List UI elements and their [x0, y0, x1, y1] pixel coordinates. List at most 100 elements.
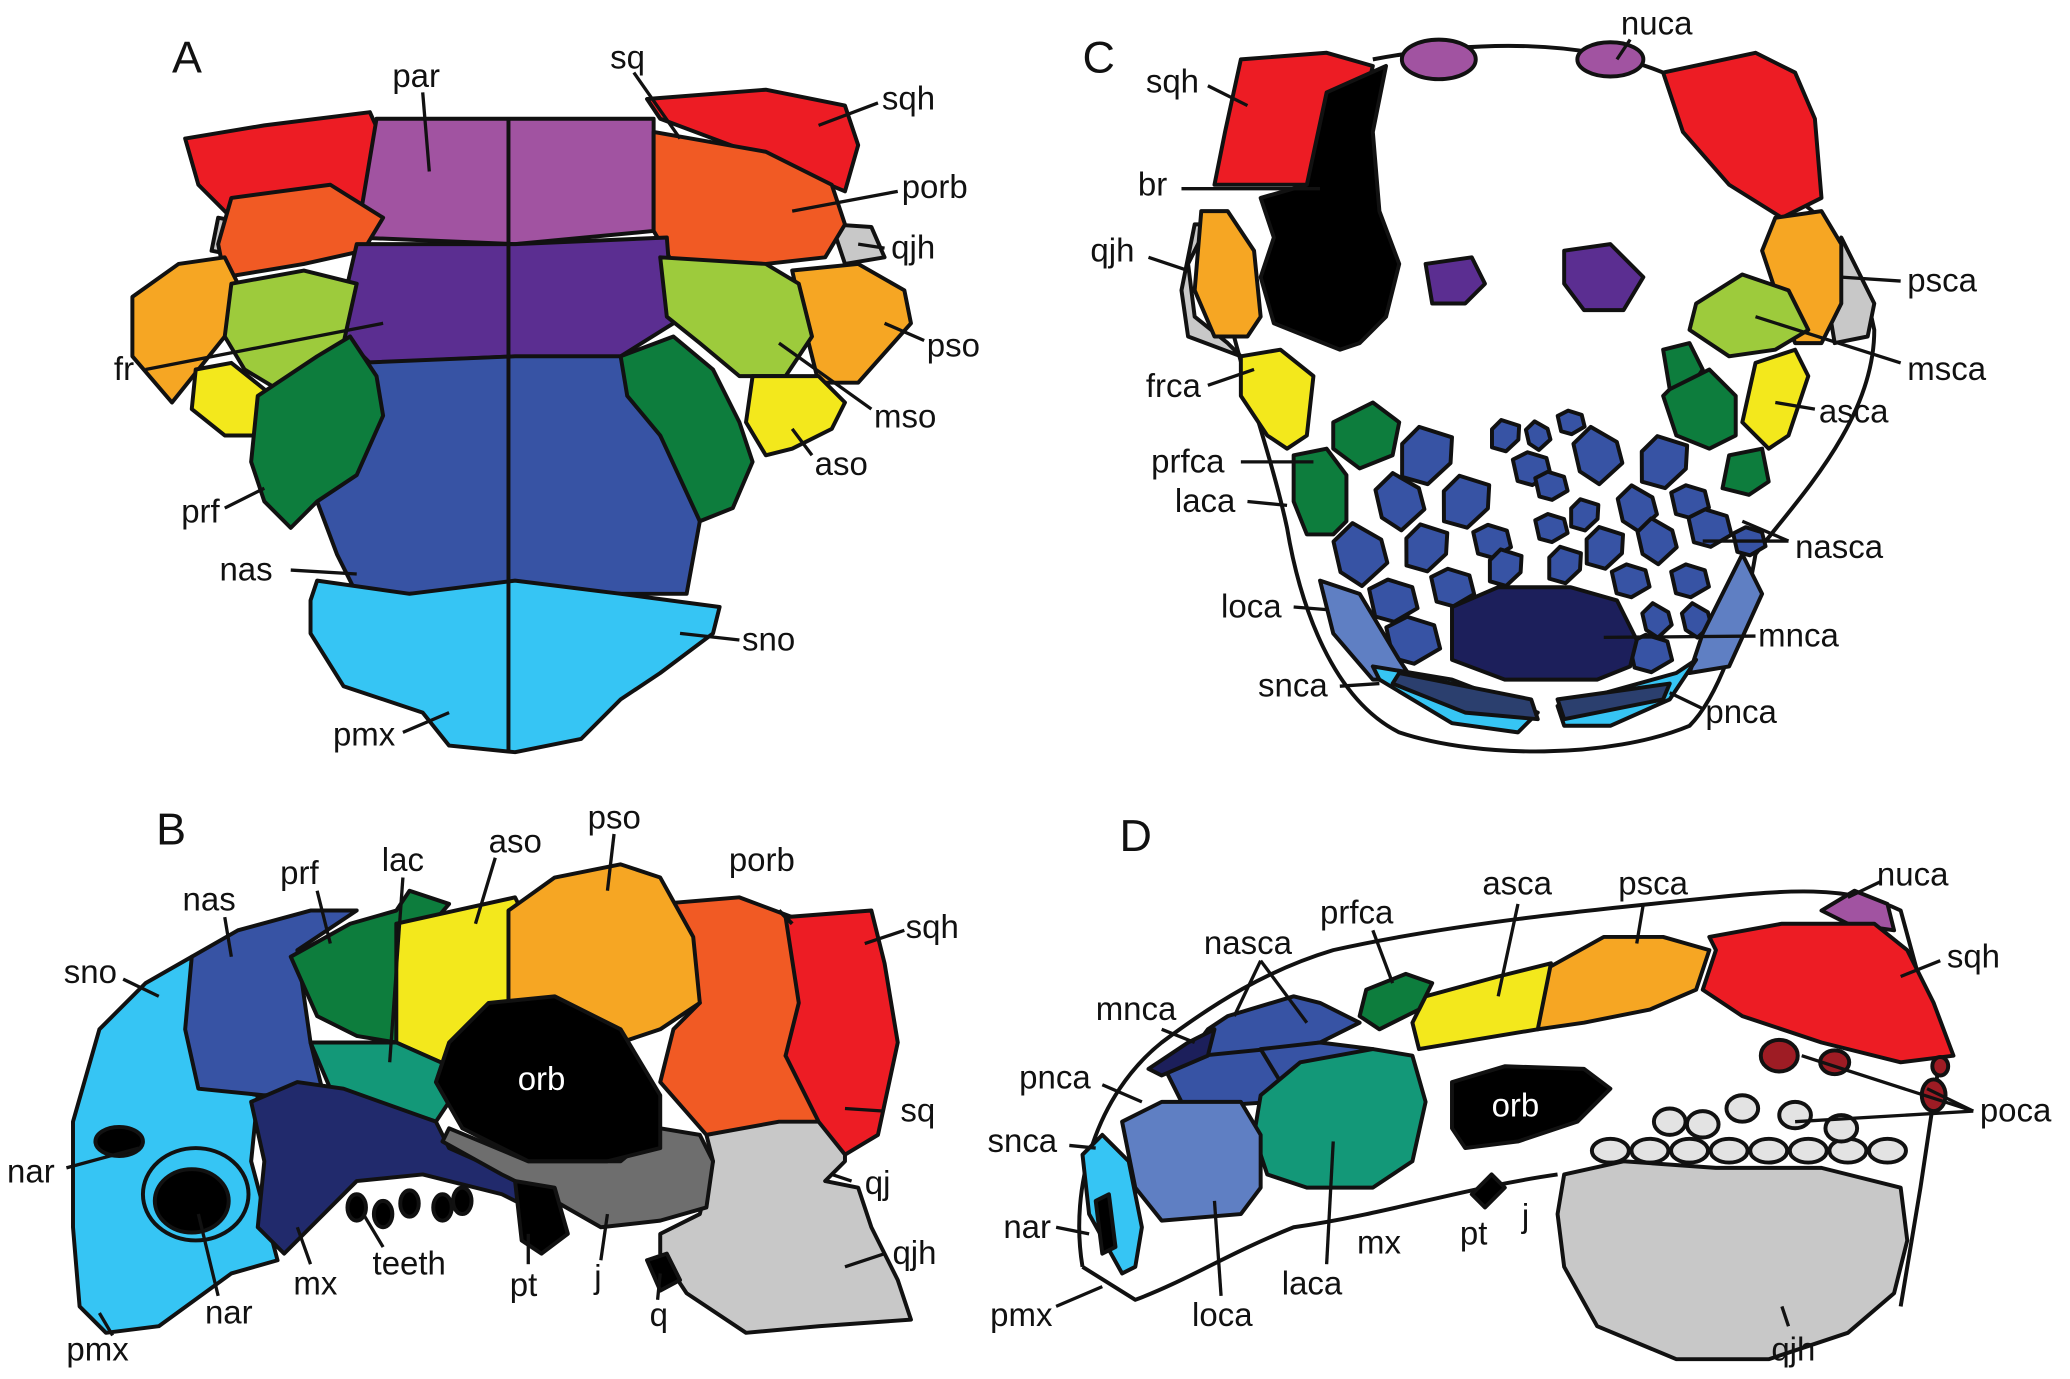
leader-line: [1926, 1087, 1974, 1113]
b-par-edge: [777, 909, 794, 926]
c-scale-purple: [1423, 255, 1487, 306]
d-sqh: [1700, 921, 1956, 1065]
a-aso-right: [744, 374, 847, 458]
c-nasca-scale: [1609, 562, 1652, 600]
leader-line: [122, 977, 160, 998]
label-d-mx: mx: [1357, 1224, 1401, 1261]
c-nasca-scale: [1490, 418, 1522, 454]
b-tooth: [451, 1185, 474, 1217]
label-d-mnca: mnca: [1096, 990, 1177, 1027]
d-mnca: [1146, 1027, 1217, 1078]
label-d-pt: pt: [1460, 1214, 1488, 1251]
d-orb: [1450, 1064, 1613, 1151]
label-b-orb: orb: [518, 1060, 566, 1097]
c-nasca-scale: [1584, 525, 1626, 571]
d-poca-small: [1823, 1113, 1860, 1144]
leader-line: [1900, 959, 1941, 979]
c-prfca: [1291, 446, 1349, 537]
label-a-sq: sq: [610, 39, 645, 76]
d-laca: [1252, 1047, 1428, 1190]
d-prfca: [1357, 971, 1435, 1032]
c-green-scale: [1331, 400, 1402, 471]
b-tooth: [431, 1192, 454, 1223]
c-nasca-scale: [1639, 434, 1690, 491]
label-b-nar: nar: [205, 1294, 253, 1331]
label-b-pmx: pmx: [66, 1331, 129, 1368]
c-mnca: [1450, 585, 1639, 682]
d-poca-small: [1787, 1136, 1829, 1165]
label-d-laca: laca: [1282, 1265, 1343, 1302]
label-b-teeth: teeth: [373, 1245, 446, 1282]
label-d-psca: psca: [1618, 865, 1688, 902]
leader-line: [1775, 400, 1816, 411]
leader-line: [97, 1312, 115, 1337]
leader-line: [290, 568, 357, 576]
leader-line: [1212, 1200, 1223, 1296]
label-c-snca: snca: [1258, 667, 1328, 704]
label-c-psca: psca: [1907, 262, 1977, 299]
label-b-nar: nar: [7, 1152, 55, 1189]
d-poca-small: [1589, 1136, 1631, 1165]
d-poca-red: [1930, 1055, 1951, 1078]
d-nar: [1093, 1192, 1118, 1256]
leader-line: [1780, 1305, 1791, 1327]
label-c-loca: loca: [1221, 588, 1282, 625]
leader-line: [817, 101, 879, 127]
leader-line: [1055, 1285, 1103, 1308]
leader-line: [679, 631, 740, 642]
leader-line: [145, 321, 384, 372]
d-poca-small: [1748, 1136, 1790, 1165]
label-b-aso: aso: [489, 822, 542, 859]
c-nasca-scale: [1373, 471, 1427, 533]
label-d-qjh: qjh: [1771, 1331, 1815, 1368]
c-br: [1258, 64, 1402, 352]
c-asca: [1740, 347, 1811, 451]
label-d-asca: asca: [1482, 865, 1552, 902]
label-d-orb: orb: [1492, 1086, 1540, 1123]
leader-line: [1207, 84, 1249, 108]
a-par: [354, 116, 656, 247]
leader-line: [65, 1146, 140, 1170]
d-poca-small: [1708, 1136, 1750, 1165]
c-nasca-scale: [1533, 469, 1570, 502]
label-d-poca: poca: [1980, 1092, 2052, 1129]
d-poca-small: [1629, 1136, 1671, 1165]
c-bar-right: [1555, 681, 1672, 722]
label-a-fr: fr: [114, 350, 134, 387]
panel-letter-c: C: [1083, 32, 1115, 83]
label-b-sno: sno: [64, 953, 117, 990]
leader-line: [1795, 1109, 1974, 1124]
leader-line: [844, 1252, 886, 1269]
d-psca: [1529, 934, 1712, 1032]
label-a-pmx: pmx: [333, 716, 396, 753]
c-nasca-scale: [1404, 522, 1450, 574]
leader-line: [388, 877, 405, 1063]
panel-letter-d: D: [1119, 810, 1151, 861]
label-c-br: br: [1138, 165, 1167, 202]
leader-line: [1755, 315, 1902, 365]
label-b-lac: lac: [382, 841, 424, 878]
c-nuca-right: [1575, 40, 1646, 79]
label-a-porb: porb: [902, 168, 968, 205]
leader-line: [599, 1213, 610, 1261]
a-prf-right: [618, 334, 755, 524]
c-nasca-scale: [1547, 544, 1583, 586]
label-d-loca: loca: [1192, 1296, 1253, 1333]
leader-line: [791, 189, 899, 213]
label-c-msca: msca: [1907, 350, 1986, 387]
leader-line: [473, 857, 497, 925]
label-d-snca: snca: [987, 1122, 1057, 1159]
b-sqh: [783, 908, 900, 1157]
d-poca-small: [1867, 1136, 1908, 1165]
label-d-nasca: nasca: [1204, 924, 1293, 961]
c-nasca-scale: [1669, 562, 1711, 600]
d-poca-small: [1651, 1106, 1688, 1137]
d-asca: [1410, 961, 1553, 1052]
leader-line: [1847, 880, 1882, 899]
leader-line: [361, 1213, 385, 1248]
leader-line: [1496, 903, 1520, 997]
c-nasca-scale: [1686, 507, 1734, 549]
leader-line: [1069, 1143, 1096, 1150]
c-nasca-scale: [1487, 547, 1524, 588]
